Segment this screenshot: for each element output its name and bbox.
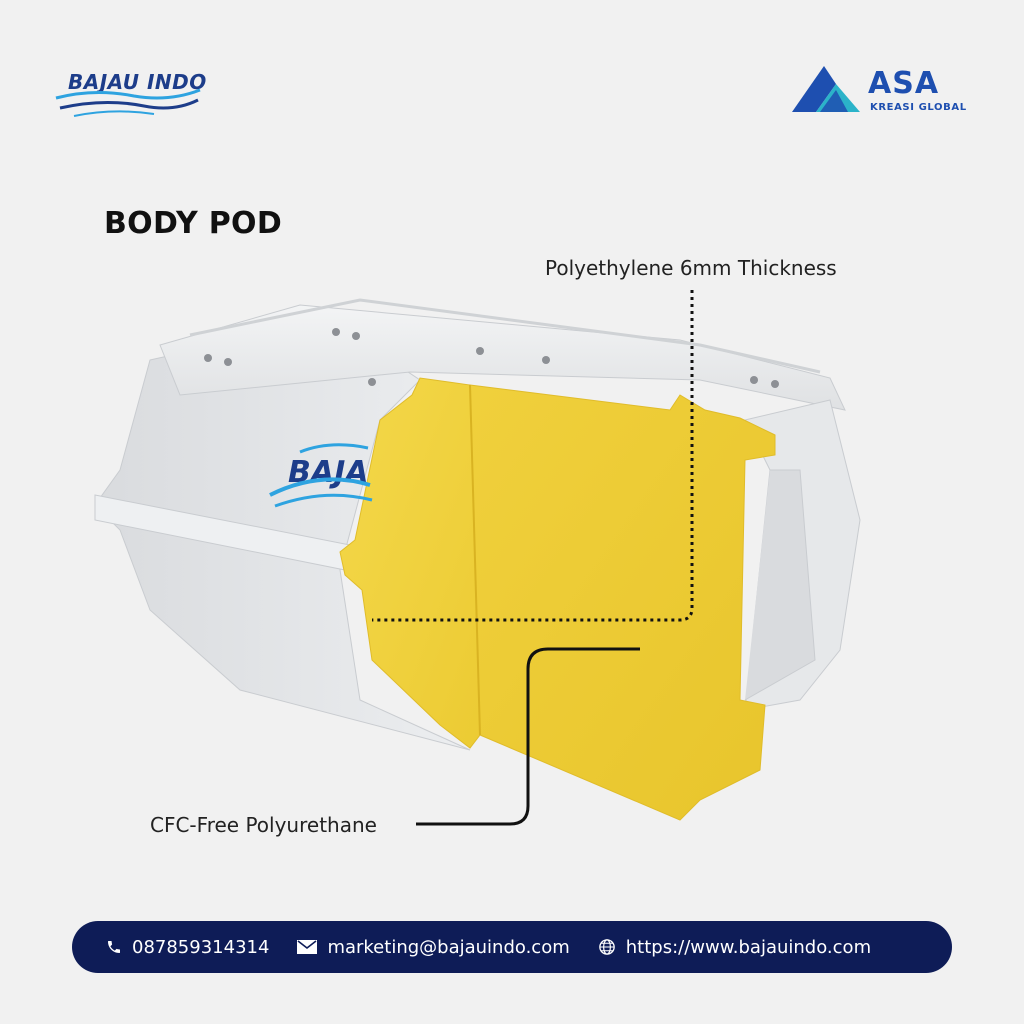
contact-bar: 087859314314 marketing@bajauindo.com htt… [72, 921, 952, 973]
callout-line-inner-layer [416, 647, 640, 826]
bajau-indo-logo-text: BAJAU INDO [68, 70, 207, 94]
mail-icon [297, 940, 318, 954]
phone-icon [108, 941, 120, 953]
foam-left-face [339, 377, 481, 749]
contact-phone[interactable]: 087859314314 [106, 937, 269, 958]
callout-label-outer-layer: Polyethylene 6mm Thickness [545, 256, 837, 280]
asa-logo-subtitle: KREASI GLOBAL [870, 102, 967, 113]
asa-logo-name: ASA [868, 66, 940, 101]
page-title: BODY POD [104, 206, 283, 241]
website-url: https://www.bajauindo.com [625, 936, 872, 958]
bajau-indo-logo: BAJAU INDO [54, 66, 207, 120]
wave-icon [55, 88, 201, 117]
callout-line-outer-layer [372, 290, 694, 622]
phone-number: 087859314314 [132, 936, 270, 958]
foam-right-face [469, 384, 776, 821]
email-address: marketing@bajauindo.com [327, 936, 570, 958]
contact-email[interactable]: marketing@bajauindo.com [297, 936, 570, 958]
asa-mountain-icon [792, 66, 860, 112]
shell-top-rim [159, 304, 846, 411]
asa-kreasi-global-logo: ASA KREASI GLOBAL [790, 64, 970, 116]
rim-holes [204, 328, 779, 388]
side-logo: BAJA [269, 443, 373, 508]
callout-label-inner-layer: CFC-Free Polyurethane [150, 813, 377, 837]
globe-icon [598, 939, 615, 955]
contact-website[interactable]: https://www.bajauindo.com [598, 937, 871, 958]
